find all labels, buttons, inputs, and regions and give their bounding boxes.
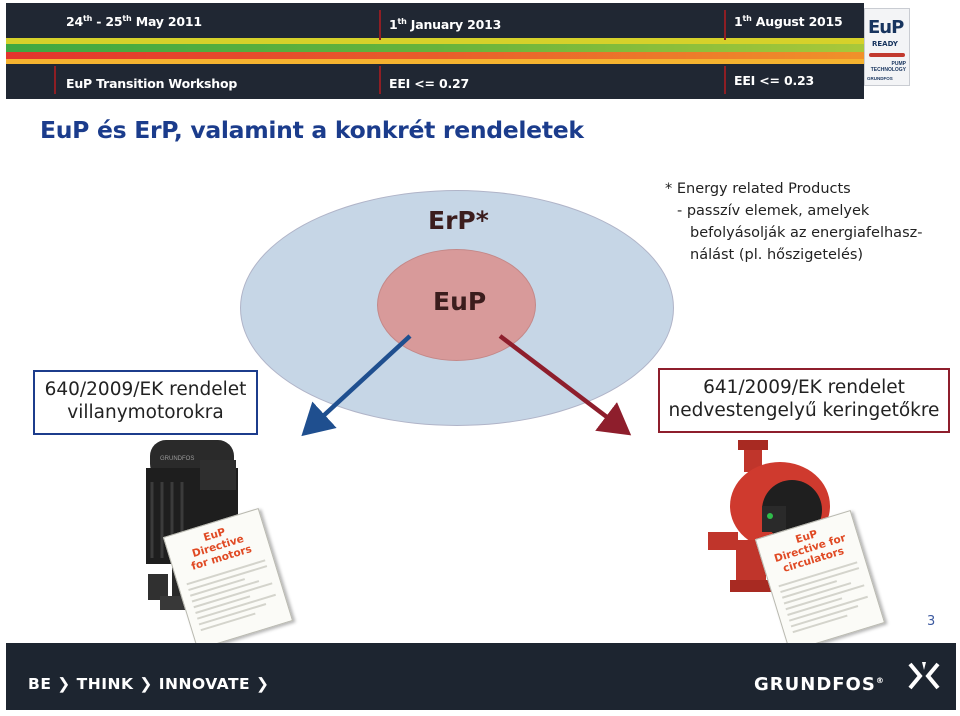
- banner-tick: [379, 66, 381, 94]
- footer-tagline: BE ❯ THINK ❯ INNOVATE ❯: [28, 675, 270, 693]
- badge-brand: GRUNDFOS: [867, 76, 893, 81]
- footnote-line: befolyásolják az energiafelhasz-: [690, 225, 923, 241]
- milestone-2015-date: 1th August 2015: [734, 14, 843, 30]
- regulation-motors-box: 640/2009/EK rendelet villanymotorokra: [33, 370, 258, 435]
- badge-title: EuP: [868, 17, 904, 38]
- left-arrow: [301, 334, 412, 437]
- badge-swoosh-icon: [869, 53, 905, 57]
- erp-footnote: * Energy related Products - passzív elem…: [665, 178, 922, 266]
- svg-text:GRUNDFOS: GRUNDFOS: [160, 456, 194, 462]
- banner-stripe-yellow: [6, 38, 864, 44]
- footnote-line: nálást (pl. hőszigetelés): [690, 247, 864, 263]
- page-title: EuP és ErP, valamint a konkrét rendelete…: [40, 116, 584, 144]
- event-dates: 24th - 25th May 2011: [66, 14, 202, 30]
- banner-stripe-red: [6, 52, 864, 59]
- right-arrow: [498, 334, 632, 436]
- eup-label: EuP: [433, 287, 487, 316]
- regulation-motors-number: 640/2009/EK rendelet: [44, 379, 247, 400]
- footnote-line: * Energy related Products: [665, 181, 851, 197]
- regulation-circulators-subject: nedvestengelyű keringetőkre: [668, 400, 940, 421]
- top-banner: 24th - 25th May 2011 EuP Transition Work…: [0, 0, 960, 104]
- regulation-circulators-box: 641/2009/EK rendelet nedvestengelyű keri…: [658, 368, 950, 433]
- banner-tick: [724, 10, 726, 40]
- milestone-2015-eei: EEI <= 0.23: [734, 73, 815, 88]
- banner-stripe-green: [6, 44, 864, 52]
- footer-brand: GRUNDFOS®: [754, 674, 885, 695]
- milestone-2013-eei: EEI <= 0.27: [389, 76, 470, 91]
- footer-bar: BE ❯ THINK ❯ INNOVATE ❯ GRUNDFOS®: [6, 643, 956, 710]
- regulation-motors-subject: villanymotorokra: [67, 402, 224, 423]
- banner-tick: [54, 66, 56, 94]
- workshop-title: EuP Transition Workshop: [66, 76, 238, 91]
- milestone-2013-date: 1th January 2013: [389, 17, 502, 33]
- banner-tick: [379, 10, 381, 40]
- grundfos-x-logo-icon: [908, 662, 940, 690]
- footnote-line: - passzív elemek, amelyek: [677, 203, 870, 219]
- page-number: 3: [927, 614, 936, 629]
- erp-label: ErP*: [428, 206, 489, 235]
- badge-subtitle: READY: [872, 40, 898, 48]
- banner-stripe-orange: [6, 59, 864, 64]
- banner-tick: [724, 66, 726, 94]
- regulation-circulators-number: 641/2009/EK rendelet: [703, 377, 905, 398]
